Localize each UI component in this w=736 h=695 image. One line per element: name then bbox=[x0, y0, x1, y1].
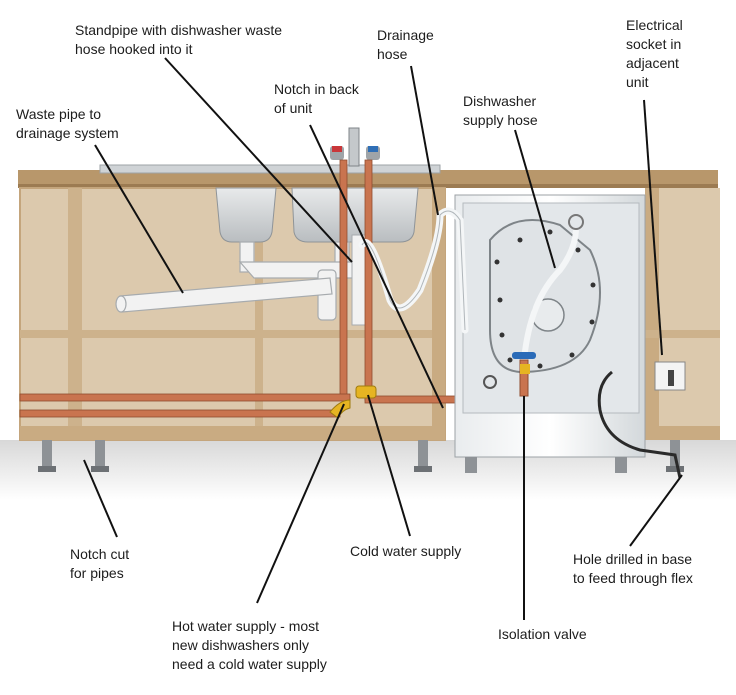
sink-bowls bbox=[99, 164, 441, 243]
label-drainage-hose: Drainage hose bbox=[377, 27, 434, 62]
mixer-tap bbox=[330, 127, 380, 167]
label-hot-water: Hot water supply - most new dishwashers … bbox=[172, 618, 327, 672]
dishwasher bbox=[454, 194, 646, 473]
power-flex bbox=[597, 370, 682, 479]
label-supply-hose: Dishwasher supply hose bbox=[463, 93, 538, 128]
label-standpipe: Standpipe with dishwasher waste hose hoo… bbox=[75, 22, 283, 57]
standpipe bbox=[351, 234, 367, 326]
label-hole-drilled: Hole drilled in base to feed through fle… bbox=[573, 551, 693, 586]
label-cold-water: Cold water supply bbox=[350, 543, 462, 559]
drainage-hose-outline bbox=[361, 210, 466, 331]
leader-lines bbox=[83, 57, 683, 620]
adjacent-cabinet bbox=[645, 188, 720, 440]
label-waste-pipe: Waste pipe to drainage system bbox=[16, 106, 119, 141]
label-isolation-valve: Isolation valve bbox=[498, 626, 587, 642]
label-electrical-socket: Electrical socket in adjacent unit bbox=[626, 17, 683, 90]
supply-hose bbox=[521, 229, 579, 361]
electrical-socket bbox=[654, 361, 686, 391]
label-notch-cut: Notch cut for pipes bbox=[70, 546, 130, 581]
label-notch-back: Notch in back of unit bbox=[274, 81, 359, 116]
